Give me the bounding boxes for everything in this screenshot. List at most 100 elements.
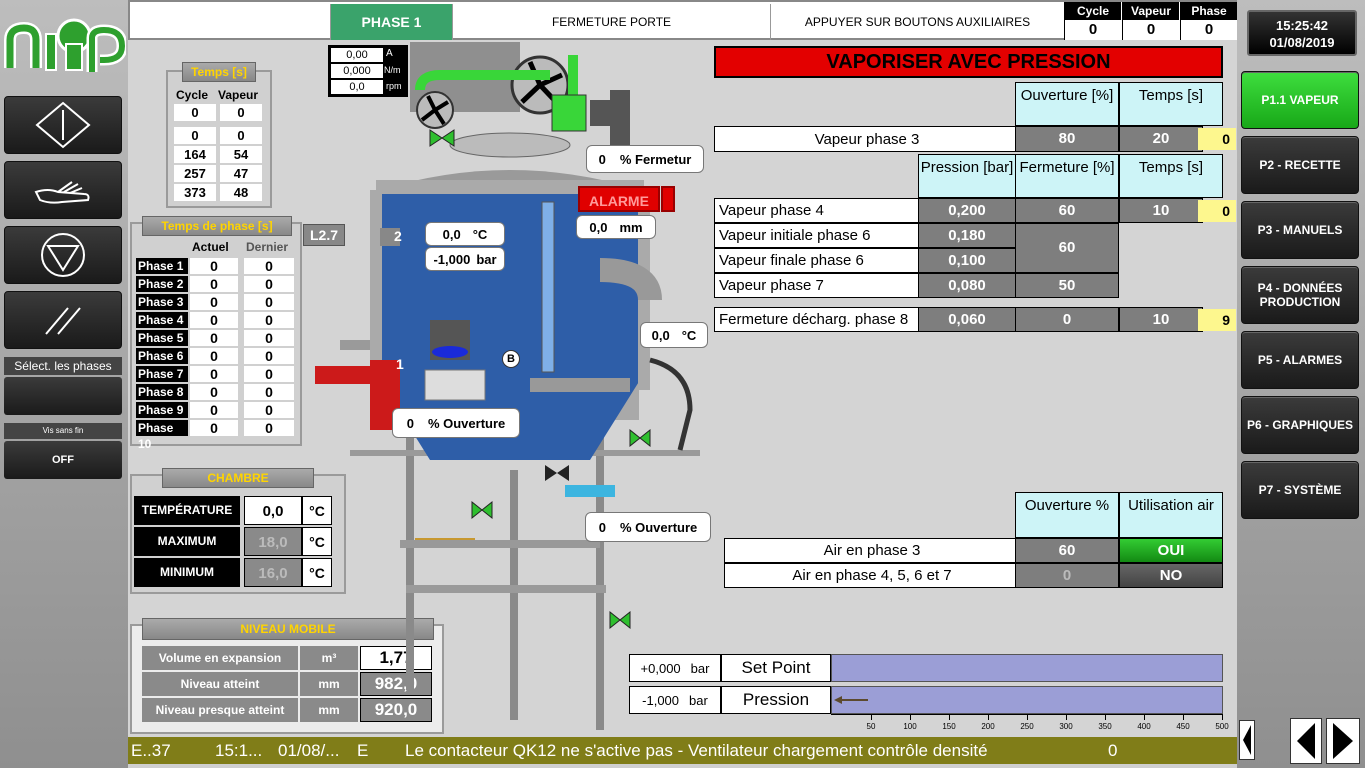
gauge-tick-label: 200	[981, 722, 995, 731]
temps-vapeur-header: Vapeur	[218, 88, 259, 102]
process-synoptic	[315, 42, 700, 730]
phase-row-label: Phase 4	[136, 312, 188, 328]
gauge-tick-label: 100	[903, 722, 917, 731]
phase-actuel-cell: 0	[190, 348, 238, 364]
vapeur-phase-7-fermeture[interactable]: 50	[1015, 273, 1119, 298]
scroll-left-small-button[interactable]	[1239, 720, 1255, 760]
air-phase-4-7-toggle[interactable]: NO	[1119, 563, 1223, 588]
temps-vapeur-cell: 0	[220, 127, 262, 144]
alarm-status-bar[interactable]: E..37 15:1... 01/08/... E Le contacteur …	[128, 737, 1237, 764]
chambre-row-unit: °C	[302, 496, 332, 525]
row-vapeur-finale-6: Vapeur finale phase 6	[714, 248, 919, 273]
dernier-header: Dernier	[246, 240, 289, 254]
counter-value: 0	[1088, 21, 1098, 38]
vapeur-phase-3-temps[interactable]: 20	[1119, 126, 1203, 152]
fermeture-decharg-8-fermeture[interactable]: 0	[1015, 307, 1119, 332]
temps-cycle-cell: 373	[174, 184, 216, 201]
phase-row-label: Phase 6	[136, 348, 188, 364]
vapeur-phase-4-fermeture[interactable]: 60	[1015, 198, 1119, 223]
vapeur-phase-4-pression[interactable]: 0,200	[918, 198, 1016, 223]
gauge-tick-label: 350	[1098, 722, 1112, 731]
phase-row-label: Phase 8	[136, 384, 188, 400]
niveau-row-label: Niveau atteint	[142, 672, 298, 696]
gauge-tick-label: 300	[1059, 722, 1073, 731]
air-header-ouverture: Ouverture %	[1015, 492, 1119, 538]
pressure-unit: bar	[689, 692, 708, 708]
phase-row-label: Phase 2	[136, 276, 188, 292]
vis-sans-fin-toggle[interactable]: OFF	[4, 441, 122, 479]
header-bar: PHASE 1 FERMETURE PORTE APPUYER SUR BOUT…	[128, 0, 1237, 40]
previous-page-button[interactable]	[1290, 718, 1322, 764]
nav-p7-systeme[interactable]: P7 - SYSTÈME	[1241, 461, 1359, 519]
air-phase-3-ouverture[interactable]: 60	[1015, 538, 1119, 563]
nav-p5-alarmes[interactable]: P5 - ALARMES	[1241, 331, 1359, 389]
alarm-indicator[interactable]: ALARME	[578, 186, 660, 212]
manual-button[interactable]	[4, 161, 122, 219]
air-phase-4-7-ouverture[interactable]: 0	[1015, 563, 1119, 588]
status-code: E..37	[131, 740, 171, 760]
actuel-header: Actuel	[192, 240, 229, 254]
outlet-temperature-value: 0,0	[651, 327, 670, 343]
vapeur-phase-3-counter: 0	[1198, 128, 1236, 150]
vapeur-phase-6-fermeture[interactable]: 60	[1015, 223, 1119, 273]
fermeture-decharg-8-pression[interactable]: 0,060	[918, 307, 1016, 332]
nav-p6-graphiques[interactable]: P6 - GRAPHIQUES	[1241, 396, 1359, 454]
header-temps-2: Temps [s]	[1119, 154, 1223, 198]
motor-speed-unit: rpm	[386, 81, 402, 91]
valve2-opening-value: 0	[598, 519, 606, 535]
gauge-tick-label: 400	[1137, 722, 1151, 731]
phase-row-label: Phase 9	[136, 402, 188, 418]
phase-indicator: PHASE 1	[330, 4, 452, 40]
phase-actuel-cell: 0	[190, 294, 238, 310]
header-pression: Pression [bar]	[918, 154, 1016, 198]
level-unit: mm	[619, 219, 643, 235]
door-closing-readout: 0% Fermetur	[586, 145, 704, 173]
clock-time: 15:25:42	[1275, 18, 1329, 33]
vis-sans-fin-label: Vis sans fin	[4, 423, 122, 439]
vapeur-finale-6-pression[interactable]: 0,100	[918, 248, 1016, 273]
niveau-row-unit: mm	[300, 698, 358, 722]
reset-button[interactable]	[4, 291, 122, 349]
header-ouverture: Ouverture [%]	[1015, 82, 1119, 126]
vapeur-phase-7-pression[interactable]: 0,080	[918, 273, 1016, 298]
temps-cycle-cell: 0	[174, 127, 216, 144]
status-message: Le contacteur QK12 ne s'active pas - Ven…	[405, 740, 988, 760]
fermeture-decharg-8-temps[interactable]: 10	[1119, 307, 1203, 332]
niveau-row-value: 920,0	[360, 698, 432, 722]
company-logo	[4, 18, 126, 72]
phase-actuel-cell: 0	[190, 366, 238, 382]
nav-p3-manuels[interactable]: P3 - MANUELS	[1241, 201, 1359, 259]
nav-p4-donnees[interactable]: P4 - DONNÉES PRODUCTION	[1241, 266, 1359, 324]
vapeur-phase-4-counter: 0	[1198, 200, 1236, 222]
temps-vapeur-cell: 0	[220, 104, 262, 121]
air-phase-3-toggle[interactable]: OUI	[1119, 538, 1223, 563]
gauge-tick-mark	[871, 714, 872, 720]
start-button[interactable]	[4, 96, 122, 154]
reset-icon	[45, 307, 81, 335]
next-page-button[interactable]	[1326, 718, 1360, 764]
sensor-1-tag: 1	[396, 356, 404, 372]
stop-button[interactable]	[4, 226, 122, 284]
valve1-opening-label: % Ouverture	[427, 415, 506, 431]
outlet-temperature: 0,0°C	[640, 322, 708, 348]
vapeur-phase-4-temps[interactable]: 10	[1119, 198, 1203, 223]
valve1-opening-value: 0	[406, 415, 414, 431]
nav-p2-recette[interactable]: P2 - RECETTE	[1241, 136, 1359, 194]
door-closing-label: % Fermetur	[619, 151, 692, 167]
temps-vapeur-cell: 48	[220, 184, 262, 201]
status-count: 0	[1108, 740, 1118, 760]
temps-title: Temps [s]	[182, 62, 256, 82]
valve1-opening-readout: 0 % Ouverture	[392, 408, 520, 438]
vapeur-phase-3-ouverture[interactable]: 80	[1015, 126, 1119, 152]
select-phases-button[interactable]	[4, 377, 122, 415]
gauge-tick-mark	[949, 714, 950, 720]
setpoint-unit: bar	[690, 660, 710, 676]
phase-dernier-cell: 0	[244, 258, 294, 274]
vapeur-initiale-6-pression[interactable]: 0,180	[918, 223, 1016, 248]
left-toolbar: Sélect. les phases Vis sans fin OFF	[0, 0, 128, 768]
nav-p1-vapeur[interactable]: P1.1 VAPEUR	[1241, 71, 1359, 129]
phase-dernier-cell: 0	[244, 402, 294, 418]
